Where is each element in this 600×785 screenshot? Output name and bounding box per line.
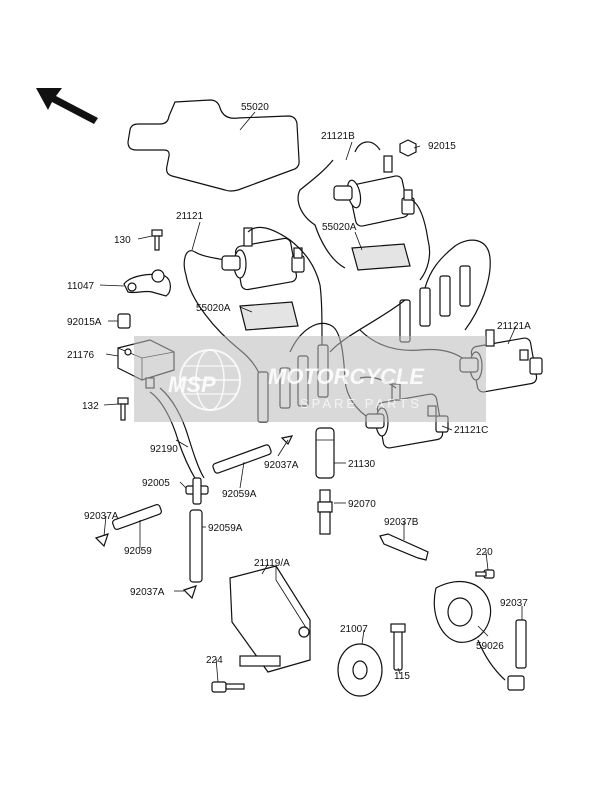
part-label-11047: 11047: [67, 281, 95, 292]
clamp-92037B: [379, 533, 429, 561]
part-label-55020A-top: 55020A: [322, 222, 357, 233]
tube-92059A-upper: [212, 444, 272, 474]
clamp-92037: [515, 619, 527, 669]
tube-92059A-vertical: [189, 509, 203, 583]
part-label-92059A-1: 92059A: [222, 489, 257, 500]
part-label-21130: 21130: [348, 459, 376, 470]
bolt-224: [211, 681, 245, 693]
part-label-21121C: 21121C: [454, 425, 488, 436]
front-direction-arrow-icon: [36, 88, 98, 124]
part-label-92015: 92015: [428, 141, 456, 152]
ignition-coil-21121B: [297, 141, 431, 281]
spark-plug-92070: [317, 489, 333, 535]
cover-plate-55020: [127, 99, 300, 192]
nut-92015: [399, 139, 417, 157]
part-label-132: 132: [82, 401, 99, 412]
part-label-92037: 92037: [500, 598, 528, 609]
part-label-130: 130: [114, 235, 131, 246]
clip-92037A-left: [94, 533, 109, 548]
part-label-92037B: 92037B: [384, 517, 419, 528]
part-label-92059: 92059: [124, 546, 152, 557]
ignition-coil-21121: [183, 226, 323, 391]
fitting-92005: [185, 477, 209, 505]
pad-55020A-top: [351, 243, 411, 271]
part-label-220: 220: [476, 547, 493, 558]
part-label-224: 224: [206, 655, 223, 666]
watermark-line1: MOTORCYCLE: [268, 364, 425, 389]
part-labels: 55020 21121B 92015 55020A 21121 130 1104…: [67, 102, 531, 682]
watermark-line2: SPARE PARTS: [300, 396, 422, 411]
part-label-55020A-mid: 55020A: [196, 303, 231, 314]
part-label-21121: 21121: [176, 211, 204, 222]
igniter-21119A: [229, 565, 311, 673]
tube-92059: [112, 503, 162, 531]
collar-92015A: [117, 313, 131, 329]
part-label-92037A-2: 92037A: [84, 511, 119, 522]
bolt-132: [117, 397, 129, 421]
bolt-115: [390, 623, 406, 671]
clamp-11047: [123, 269, 171, 297]
part-label-21176: 21176: [67, 350, 95, 361]
watermark-band: [134, 336, 486, 422]
part-label-92059A-2: 92059A: [208, 523, 243, 534]
part-label-59026: 59026: [476, 641, 504, 652]
part-label-21119A: 21119/A: [254, 558, 290, 569]
part-label-21007: 21007: [340, 624, 368, 635]
clip-92037A-upper: [280, 435, 294, 446]
part-label-115: 115: [394, 671, 410, 682]
screw-220: [475, 569, 495, 579]
plug-cap-21130: [315, 427, 335, 479]
pickup-coil-59026: [433, 580, 525, 691]
part-label-92015A: 92015A: [67, 317, 102, 328]
pad-55020A-mid: [239, 301, 299, 331]
part-label-92037A-3: 92037A: [130, 587, 165, 598]
part-label-55020: 55020: [241, 102, 269, 113]
bolt-130: [151, 229, 163, 251]
part-label-21121B: 21121B: [321, 131, 355, 142]
part-label-92070: 92070: [348, 499, 376, 510]
part-label-92190: 92190: [150, 444, 178, 455]
part-label-92005: 92005: [142, 478, 170, 489]
globe-icon: [179, 349, 241, 411]
rotor-21007: [337, 643, 383, 697]
watermark: MSP MOTORCYCLE SPARE PARTS: [134, 336, 486, 422]
clip-92037A-lower: [182, 585, 197, 600]
leader-lines: [99, 111, 523, 683]
watermark-brand: MSP: [168, 372, 216, 397]
part-label-92037A-1: 92037A: [264, 460, 299, 471]
part-label-21121A: 21121A: [497, 321, 531, 332]
